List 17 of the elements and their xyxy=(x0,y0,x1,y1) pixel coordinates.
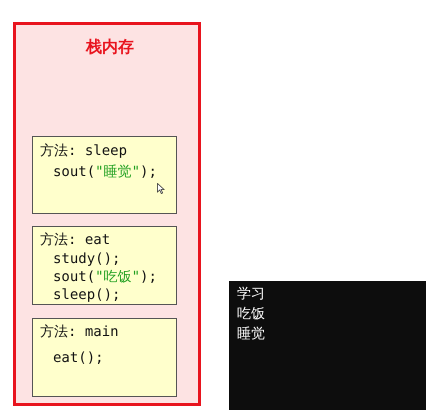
method-heading: 方法: main xyxy=(40,323,119,341)
stack-memory-panel xyxy=(13,22,201,406)
code-line: eat(); xyxy=(53,349,104,367)
method-heading: 方法: sleep xyxy=(40,142,128,160)
console-line: 吃饭 xyxy=(237,305,265,323)
method-frame xyxy=(32,136,177,214)
method-frame xyxy=(32,226,177,305)
panel-title: 栈内存 xyxy=(86,38,134,56)
console-line: 学习 xyxy=(237,285,265,303)
code-line: sleep(); xyxy=(53,286,120,304)
code-line: sout("睡觉"); xyxy=(53,163,157,181)
console-line: 睡觉 xyxy=(237,325,265,343)
method-frame xyxy=(32,318,177,397)
code-line: sout("吃饭"); xyxy=(53,268,157,286)
console-output xyxy=(229,281,426,410)
method-heading: 方法: eat xyxy=(40,231,110,249)
code-line: study(); xyxy=(53,250,120,268)
